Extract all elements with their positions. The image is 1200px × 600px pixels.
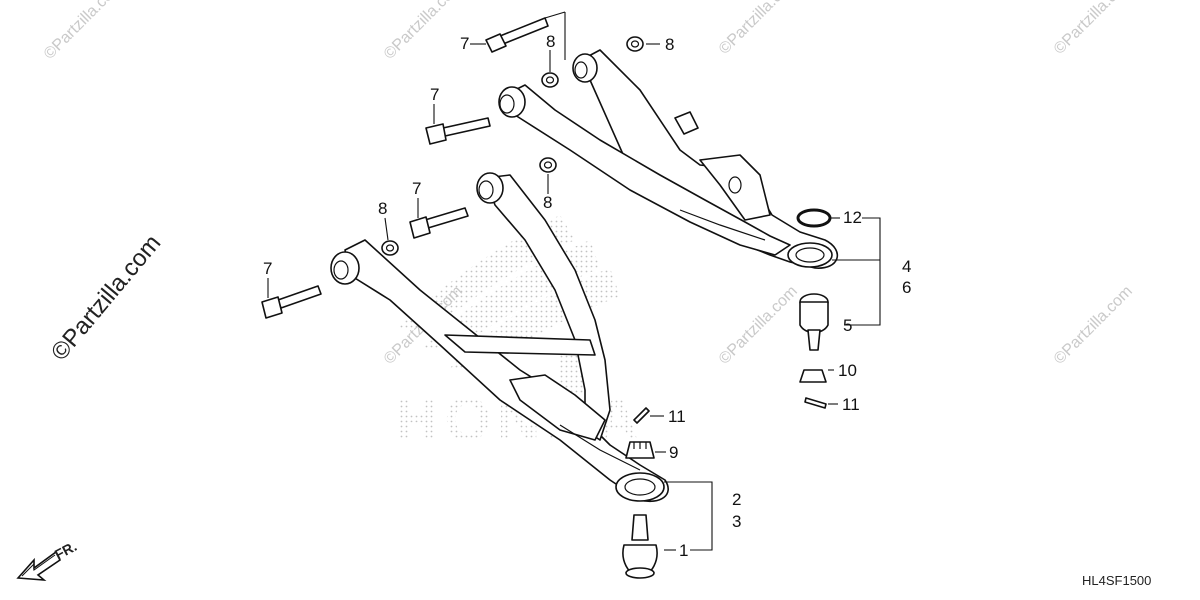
bolt-7a[interactable] bbox=[485, 17, 549, 53]
callout-4: 4 bbox=[902, 257, 911, 276]
callout-11: 11 bbox=[842, 395, 860, 414]
callout-10: 10 bbox=[838, 361, 857, 380]
callout-9: 9 bbox=[669, 443, 678, 462]
bolt-7c[interactable] bbox=[409, 207, 469, 239]
castle-nut-9[interactable] bbox=[625, 441, 655, 459]
callout-7: 7 bbox=[412, 179, 421, 198]
watermark: ©Partzilla.com bbox=[716, 0, 801, 58]
callout-8: 8 bbox=[543, 193, 552, 212]
callouts: 7 8 8 7 7 8 8 7 12 4 6 5 10 11 11 9 2 3 … bbox=[263, 32, 911, 560]
cotter-pin-11b[interactable] bbox=[804, 397, 827, 409]
callout-8: 8 bbox=[378, 199, 387, 218]
lower-arm[interactable] bbox=[330, 172, 669, 502]
snap-ring-12[interactable] bbox=[796, 208, 832, 228]
bolt-7b[interactable] bbox=[425, 117, 491, 145]
cotter-pin-11a[interactable] bbox=[633, 407, 650, 424]
callout-7: 7 bbox=[263, 259, 272, 278]
callout-2: 2 bbox=[732, 490, 741, 509]
castle-nut-10[interactable] bbox=[799, 369, 827, 383]
watermark-large: ©Partzilla.com bbox=[46, 230, 166, 366]
watermark: ©Partzilla.com bbox=[41, 0, 126, 63]
callout-1: 1 bbox=[679, 541, 688, 560]
callout-8: 8 bbox=[546, 32, 555, 51]
nut-8a[interactable] bbox=[541, 72, 559, 88]
ball-joint-5[interactable] bbox=[799, 293, 829, 351]
callout-3: 3 bbox=[732, 512, 741, 531]
watermark: ©Partzilla.com bbox=[381, 0, 466, 63]
nut-8b[interactable] bbox=[626, 36, 644, 52]
leader-lines bbox=[267, 11, 881, 551]
callout-11: 11 bbox=[668, 407, 686, 426]
diagram-code: HL4SF1500 bbox=[1082, 573, 1151, 588]
watermark: ©Partzilla.com bbox=[1051, 283, 1136, 368]
callout-5: 5 bbox=[843, 316, 852, 335]
watermark: ©Partzilla.com bbox=[1051, 0, 1136, 58]
watermark: ©Partzilla.com bbox=[716, 283, 801, 368]
callout-12: 12 bbox=[843, 208, 862, 227]
front-arrow-icon: FR. bbox=[16, 538, 79, 581]
callout-7: 7 bbox=[460, 34, 469, 53]
callout-6: 6 bbox=[902, 278, 911, 297]
callout-7: 7 bbox=[430, 85, 439, 104]
nut-8d[interactable] bbox=[381, 240, 399, 256]
upper-arm[interactable] bbox=[498, 49, 839, 269]
ball-joint-1[interactable] bbox=[622, 514, 658, 579]
callout-8: 8 bbox=[665, 35, 674, 54]
bolt-7d[interactable] bbox=[261, 285, 322, 319]
nut-8c[interactable] bbox=[539, 157, 557, 173]
